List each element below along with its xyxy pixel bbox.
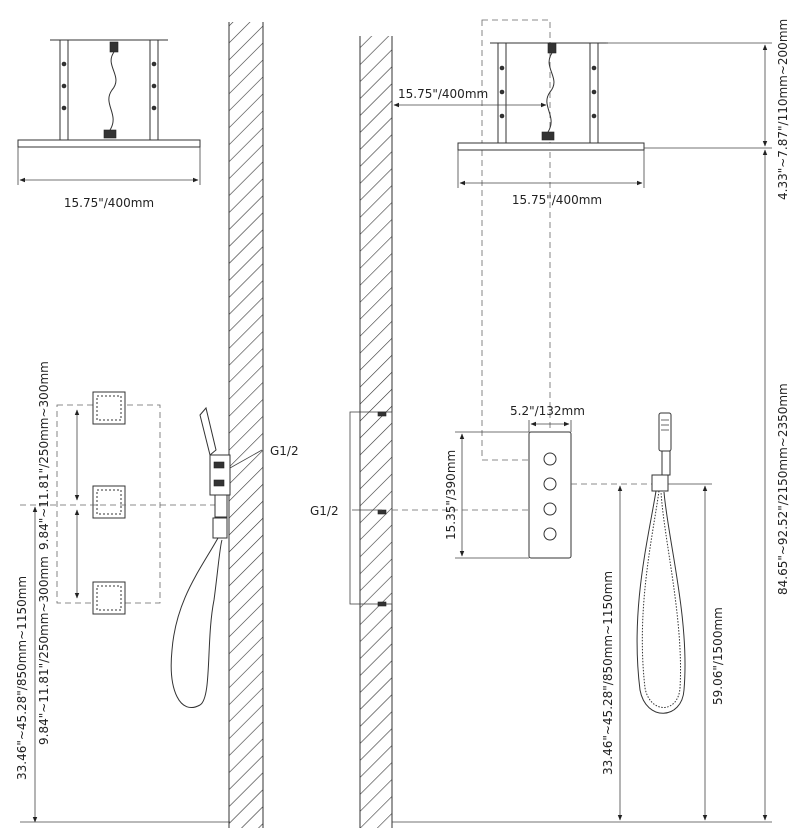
body-jets [20, 391, 230, 615]
right-handheld-shower [636, 412, 686, 714]
right-valve-height-label: 33.46"~45.28"/850mm~1150mm [601, 571, 615, 775]
left-valve-height-label: 33.46"~45.28"/850mm~1150mm [15, 576, 29, 780]
valve-panel [392, 420, 660, 559]
left-shower-width-label: 15.75"/400mm [64, 196, 154, 210]
valve-height-label: 15.35"/390mm [444, 450, 458, 540]
valve-width-label: 5.2"/132mm [510, 404, 585, 418]
riser-range-label: 4.33"~7.87"/110mm~200mm [776, 19, 790, 200]
right-overhead-shower [457, 19, 645, 461]
left-handheld-shower [170, 406, 263, 708]
right-wall [359, 36, 393, 828]
jet-spacing-upper-label: 9.84"~11.81"/250mm~300mm [37, 361, 51, 550]
total-height-label: 84.65"~92.52"/2150mm~2350mm [776, 383, 790, 595]
right-view: 15.75"/400mm 15.75"/400mm 4.33"~7.87"/11… [310, 19, 790, 828]
handheld-height-label: 59.06"/1500mm [711, 607, 725, 705]
left-overhead-shower [17, 39, 201, 185]
left-wall [228, 22, 264, 828]
jet-spacing-lower-label: 9.84"~11.81"/250mm~300mm [37, 556, 51, 745]
right-shower-width-label: 15.75"/400mm [512, 193, 602, 207]
inlet-left-label: G1/2 [270, 444, 299, 458]
inlet-right-label: G1/2 [310, 504, 339, 518]
left-view: 15.75"/400mm 9.84"~11.81"/250mm~300mm 9.… [15, 22, 299, 828]
right-dimension-lines [392, 42, 772, 823]
wall-offset-label: 15.75"/400mm [398, 87, 488, 101]
